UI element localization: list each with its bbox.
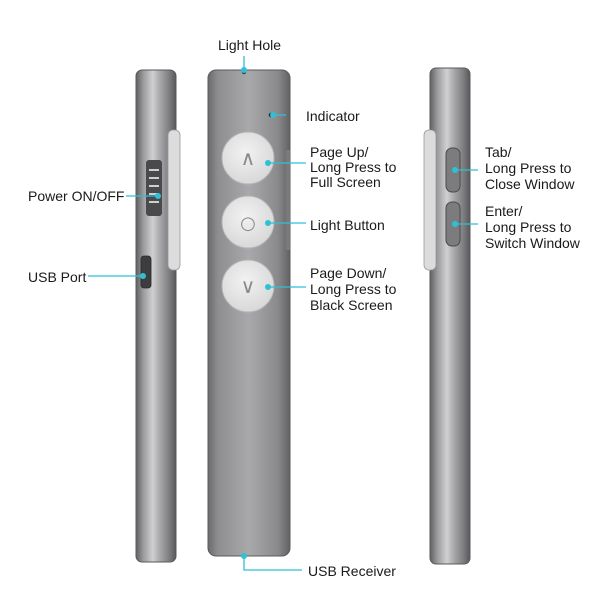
left-pen [135, 69, 181, 563]
down-arrow-icon: ∨ [241, 274, 256, 298]
label-usb-receiver: USB Receiver [308, 563, 396, 579]
label-tab-3: Close Window [485, 176, 575, 192]
label-tab-1: Tab/ [485, 144, 512, 160]
leader-dots [140, 67, 458, 559]
label-page-up-3: Full Screen [310, 174, 381, 190]
label-light-button: Light Button [310, 217, 385, 233]
label-page-up-2: Long Press to [310, 159, 397, 175]
page-down-button[interactable] [221, 259, 275, 313]
label-power: Power ON/OFF [28, 188, 125, 204]
label-light-hole: Light Hole [218, 37, 282, 53]
label-enter-3: Switch Window [485, 235, 580, 251]
usb-port [140, 255, 152, 289]
center-pen: ∧ ○ ∨ [207, 69, 291, 557]
left-pen-side-buttons [167, 129, 181, 271]
label-usb-port: USB Port [28, 269, 87, 285]
page-up-button[interactable] [221, 131, 275, 185]
right-pen [423, 67, 471, 565]
label-page-up-1: Page Up/ [310, 144, 369, 160]
up-arrow-icon: ∧ [241, 146, 256, 170]
label-page-down-1: Page Down/ [310, 265, 387, 281]
light-button[interactable] [221, 195, 275, 249]
label-page-down-3: Black Screen [310, 297, 393, 313]
center-pen-body [207, 69, 291, 557]
label-enter-2: Long Press to [485, 219, 572, 235]
circle-icon: ○ [240, 213, 256, 234]
right-pen-side-strip [423, 129, 437, 271]
center-pen-side-ridge [286, 150, 290, 250]
label-indicator: Indicator [306, 108, 360, 124]
label-enter-1: Enter/ [485, 203, 523, 219]
label-page-down-2: Long Press to [310, 281, 397, 297]
right-pen-body [429, 67, 471, 565]
label-tab-2: Long Press to [485, 160, 572, 176]
power-switch[interactable] [146, 160, 162, 216]
